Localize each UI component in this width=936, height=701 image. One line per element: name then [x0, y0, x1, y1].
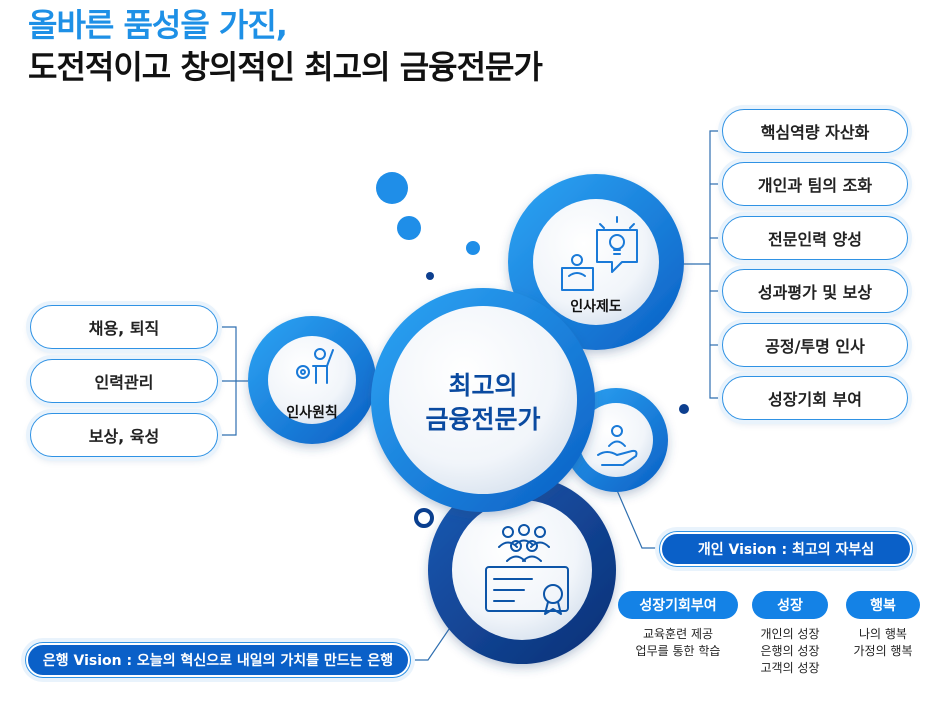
deco-dot-large: [376, 172, 408, 204]
deco-ring: [414, 508, 434, 528]
system-item-4: 성과평가 및 보상: [722, 269, 908, 313]
system-item-5: 공정/투명 인사: [722, 323, 908, 367]
tag-growth-line3: 고객의 성장: [760, 661, 820, 675]
hand-person-icon: [597, 425, 638, 466]
bank-vision-pill: 은행 Vision : 오늘의 혁신으로 내일의 가치를 만드는 은행: [26, 643, 410, 677]
tag-growth-line2: 은행의 성장: [760, 644, 820, 658]
tag-happiness-line1: 나의 행복: [859, 627, 907, 641]
principle-circle: [248, 316, 376, 444]
tag-happiness-line2: 가정의 행복: [853, 644, 913, 658]
deco-dot-right: [679, 404, 689, 414]
left-bracket-lines: [218, 326, 248, 436]
person-pointing-icon: [296, 348, 334, 384]
system-item-3: 전문인력 양성: [722, 216, 908, 260]
principle-item-2: 인력관리: [30, 359, 218, 403]
tag-growth-opportunity: 성장기회부여: [618, 591, 738, 619]
right-bracket-dots: [719, 128, 725, 401]
idea-speech-icon: [561, 216, 638, 291]
center-label-line1: 최고의: [448, 371, 518, 400]
deco-dot-medium: [397, 216, 421, 240]
system-item-1: 핵심역량 자산화: [722, 109, 908, 153]
right-bracket-lines: [680, 130, 722, 399]
title-line-2: 도전적이고 창의적인 최고의 금융전문가: [28, 48, 543, 86]
system-item-6: 성장기회 부여: [722, 376, 908, 420]
system-label: 인사제도: [570, 299, 622, 315]
principle-item-1: 채용, 퇴직: [30, 305, 218, 349]
tag-happiness: 행복: [846, 591, 920, 619]
certificate-circle: [428, 476, 616, 664]
center-label-line2: 금융전문가: [425, 405, 541, 434]
tag-growth-opportunity-line1: 교육훈련 제공: [642, 627, 714, 641]
deco-dot-small: [426, 272, 434, 280]
center-circle: [371, 288, 595, 512]
tag-growth-opportunity-line2: 업무를 통한 학습: [635, 644, 721, 658]
tag-growth: 성장: [752, 591, 828, 619]
team-certificate-icon: [485, 524, 569, 615]
deco-dot-small-2: [466, 241, 480, 255]
title-line-1: 올바른 품성을 가진,: [28, 6, 288, 44]
personal-vision-pill: 개인 Vision : 최고의 자부심: [660, 532, 912, 566]
principle-label: 인사원칙: [286, 405, 338, 421]
tag-growth-line1: 개인의 성장: [760, 627, 820, 641]
principle-item-3: 보상, 육성: [30, 413, 218, 457]
system-item-2: 개인과 팀의 조화: [722, 162, 908, 206]
